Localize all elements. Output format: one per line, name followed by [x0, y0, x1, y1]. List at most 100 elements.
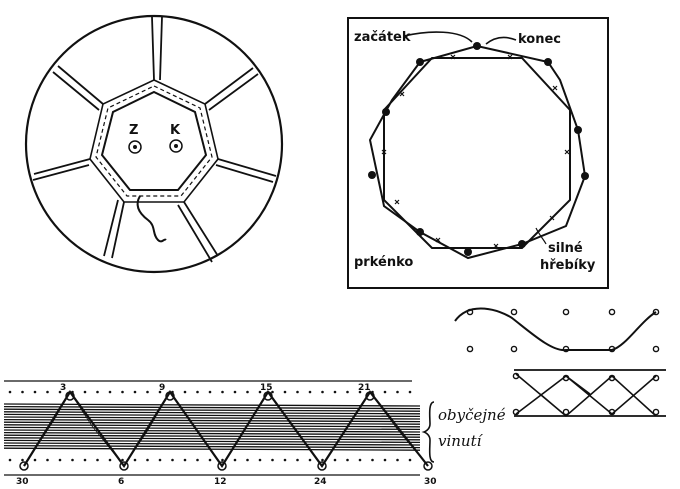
- cross-pins: [512, 372, 660, 416]
- top-number-1: 9: [159, 383, 165, 393]
- label-nails-1: silné: [548, 241, 583, 256]
- pin-dot: [271, 390, 274, 394]
- pin-dot: [96, 458, 99, 462]
- pin-dot: [196, 458, 199, 462]
- pin-dot: [271, 458, 274, 462]
- pin-dot: [208, 390, 212, 394]
- bundle-wire: [3, 447, 421, 451]
- pin-dot: [221, 458, 224, 462]
- bundle-wire: [3, 421, 421, 425]
- pin-dot: [83, 458, 87, 462]
- bundle-wire: [3, 429, 421, 433]
- pin-dot: [258, 390, 262, 394]
- coil-inner-heptagon: [100, 90, 208, 191]
- pin-dot: [8, 390, 12, 394]
- pin-dot: [296, 458, 299, 462]
- pin-dot: [83, 390, 87, 394]
- pin-dot: [133, 390, 137, 394]
- bundle-wire: [3, 431, 421, 436]
- board-nails: [368, 42, 589, 256]
- pin-dot: [183, 458, 187, 462]
- bundle-wire: [3, 413, 421, 418]
- pin-dot: [396, 458, 399, 462]
- bottom-number-2: 12: [214, 477, 227, 487]
- top-number-2: 15: [260, 383, 273, 393]
- pin-dot: [246, 458, 249, 462]
- pin-dot: [233, 458, 237, 462]
- bundle-wire: [3, 408, 421, 412]
- pin-dot: [33, 458, 37, 462]
- label-start: začátek: [354, 30, 411, 45]
- pin-dot: [146, 390, 149, 394]
- pin-dot: [371, 458, 374, 462]
- pin-dot: [158, 390, 162, 394]
- pin-dot: [208, 458, 212, 462]
- pin-dot: [308, 458, 312, 462]
- zigzag-winding-back: [23, 391, 429, 467]
- board-octagon-winding: [383, 57, 571, 249]
- pin-dot: [321, 458, 324, 462]
- bundle-wire: [3, 403, 421, 407]
- pin-dot: [8, 458, 12, 462]
- bottom-number-3: 24: [314, 477, 327, 487]
- coil-inner-heptagon-dashed: [95, 85, 213, 197]
- label-nails-2: hřebíky: [540, 258, 596, 273]
- top-number-3: 21: [358, 383, 371, 393]
- pin-dot: [408, 458, 412, 462]
- pin-dot: [21, 458, 24, 462]
- pin-dot: [346, 458, 349, 462]
- pin-dot: [283, 390, 287, 394]
- nails-pointer: [535, 227, 547, 245]
- pin-dot: [346, 390, 349, 394]
- terminal-z: [128, 140, 142, 154]
- pin-dot: [358, 458, 362, 462]
- ordinary-winding-figure: 3 9 15 21 30 6 12 24 30 obyčejné vinutí: [3, 380, 506, 487]
- bundle-wire: [3, 439, 421, 444]
- pin-dot: [158, 458, 162, 462]
- bundle-wire: [3, 437, 421, 441]
- bundle-wire: [3, 418, 421, 423]
- board-star-winding: [368, 44, 587, 260]
- pin-dot: [333, 458, 337, 462]
- pin-dot: [133, 458, 137, 462]
- label-board: prkénko: [354, 255, 413, 270]
- bundle-wire: [3, 416, 421, 420]
- label-end-k: K: [170, 123, 181, 138]
- wire-bundle: [3, 403, 421, 451]
- bottom-number-4: 30: [424, 477, 437, 487]
- coil-outer-circle: [24, 14, 284, 274]
- label-ordinary-1: obyčejné: [438, 406, 506, 424]
- pin-dot: [46, 458, 49, 462]
- pin-dot: [196, 390, 199, 394]
- pin-dot: [283, 458, 287, 462]
- end-lead: [485, 36, 517, 45]
- board-outline: [347, 17, 609, 289]
- terminal-k: [169, 139, 183, 153]
- pin-dot: [246, 390, 249, 394]
- pin-dot: [108, 458, 112, 462]
- bundle-wire: [3, 405, 421, 410]
- coil-sectors: [32, 16, 277, 263]
- wave-path: [454, 307, 657, 352]
- label-end: konec: [518, 32, 561, 47]
- pin-dot: [121, 390, 124, 394]
- top-number-0: 3: [60, 383, 66, 393]
- bundle-wire: [3, 434, 421, 438]
- pin-dot: [21, 390, 24, 394]
- pin-dot: [71, 458, 74, 462]
- pin-dot: [258, 458, 262, 462]
- bundle-wire: [3, 424, 421, 428]
- spider-coil-figure: Z K: [24, 14, 284, 274]
- wave-pins: [466, 308, 660, 353]
- pin-dot: [183, 390, 187, 394]
- pin-dot: [108, 390, 112, 394]
- winding-board-figure: začátek konec prkénko silné hřebíky: [347, 17, 609, 289]
- pin-dot: [296, 390, 299, 394]
- pin-dot: [321, 390, 324, 394]
- pin-dot: [221, 390, 224, 394]
- coil-lead-wire: [136, 195, 167, 243]
- board-crossing-marks: [381, 54, 570, 249]
- label-ordinary-2: vinutí: [438, 432, 484, 450]
- label-start-z: Z: [129, 123, 138, 138]
